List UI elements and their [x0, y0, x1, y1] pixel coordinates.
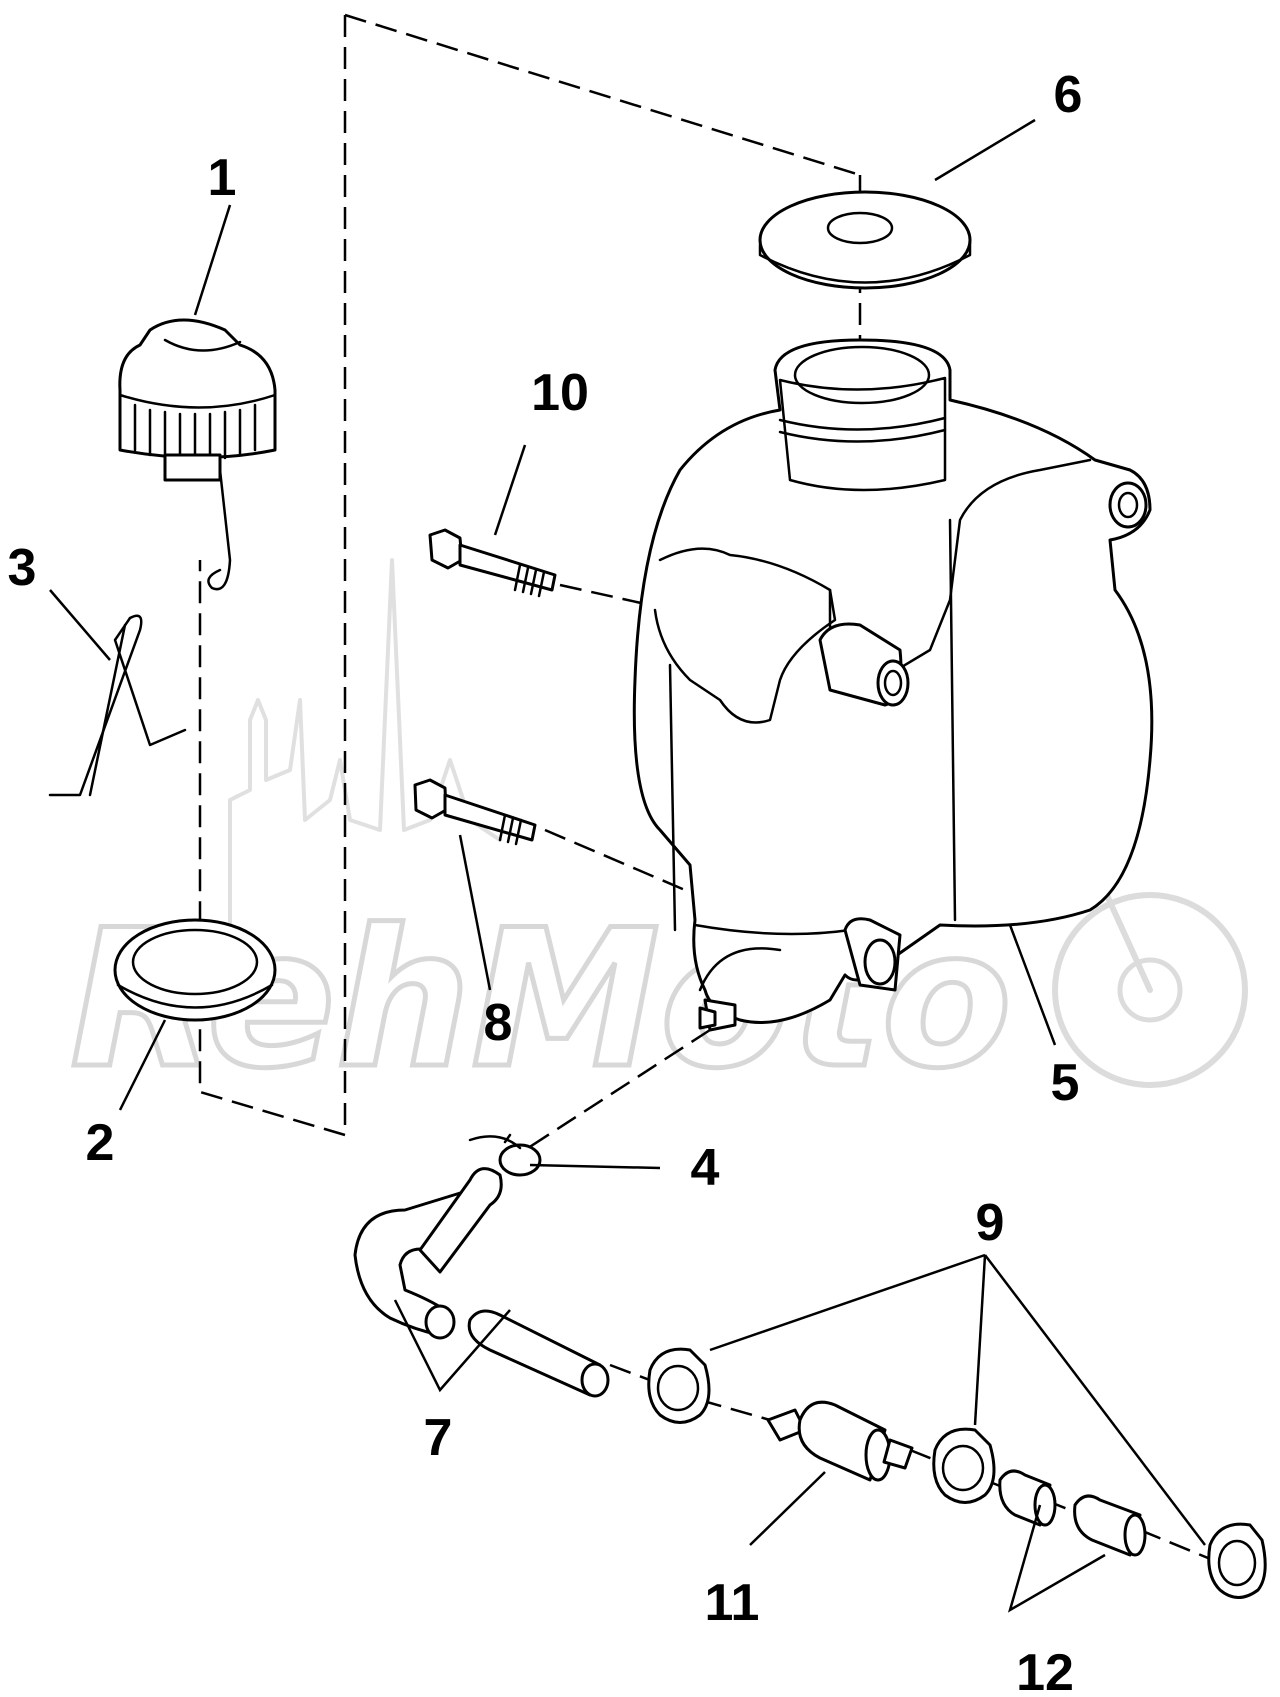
upper-bolt-part: [428, 528, 557, 598]
oil-tank-part: [632, 338, 1154, 1032]
short-hose-part: [998, 1469, 1147, 1557]
callout-8: 8: [484, 994, 513, 1052]
callout-11: 11: [705, 1574, 760, 1632]
callout-numbers: 1 2 3 4 5 6 7 8 9 10 11 12: [8, 66, 1083, 1697]
callout-10: 10: [531, 364, 589, 422]
callout-4: 4: [691, 1139, 720, 1197]
hose-clip-part: [468, 1133, 542, 1177]
filler-cap-part: [118, 318, 277, 591]
gasket-part: [113, 918, 277, 1022]
filter-part: [766, 1400, 914, 1482]
washer-part: [758, 190, 972, 290]
callout-7: 7: [424, 1409, 453, 1467]
hose-part: [353, 1167, 610, 1398]
callout-3: 3: [8, 539, 37, 597]
lower-bolt-part: [413, 778, 537, 846]
leader-lines: [49, 118, 1206, 1613]
callout-9: 9: [976, 1194, 1005, 1252]
callout-12: 12: [1016, 1644, 1074, 1697]
hose-clamp-part: [647, 1347, 1267, 1599]
clip-pin-part: [48, 614, 187, 797]
callout-1: 1: [208, 149, 237, 207]
callout-2: 2: [86, 1114, 115, 1172]
callout-6: 6: [1054, 66, 1083, 124]
callout-5: 5: [1051, 1054, 1080, 1112]
